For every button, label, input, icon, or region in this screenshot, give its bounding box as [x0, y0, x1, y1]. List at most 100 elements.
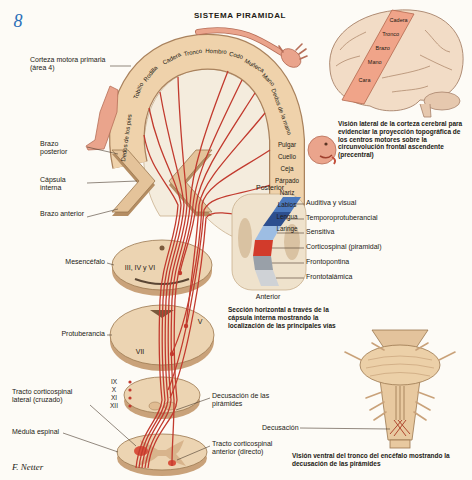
leader-line [296, 204, 304, 205]
body-part-label: Tobillo [132, 82, 145, 100]
body-part-label: Brazo [376, 45, 390, 52]
pathway-label: Auditiva y visual [306, 199, 356, 207]
nucleus [128, 380, 131, 383]
aqueduct [160, 246, 165, 251]
body-part-label: Párpado [275, 177, 299, 185]
spinal-cord-section [117, 434, 207, 470]
body-part-label: Dedos de la mano [269, 88, 292, 136]
plate-title: SISTEMA PIRAMIDAL [194, 11, 286, 21]
homunculus-lips [320, 155, 332, 158]
homunculus-eye [324, 142, 327, 145]
leader-line [87, 147, 118, 154]
part-label: Cápsula interna [40, 176, 85, 193]
nerve-label: V [198, 318, 203, 326]
body-part-label: Laringe [276, 225, 297, 233]
homunculus-leg [86, 86, 118, 150]
nerve-label: VII [136, 348, 145, 356]
nucleus [178, 271, 182, 275]
part-label: Decusación [262, 424, 299, 432]
body-part-label: Cuello [278, 153, 296, 161]
body-part-label: Ceja [281, 165, 294, 173]
nucleus [128, 388, 131, 391]
decussation-ventral [390, 420, 410, 436]
nerve-label: III, IV y VI [125, 264, 155, 272]
pons-ventral [360, 345, 440, 385]
fibre [180, 93, 255, 272]
part-label: Tracto corticospinal anterior (directo) [212, 440, 292, 457]
body-part-label: Cadera [162, 51, 183, 67]
leader-line [276, 278, 304, 279]
nucleus [128, 404, 131, 407]
orientation-label: Posterior [256, 184, 284, 192]
body-part-label: Codo [228, 51, 244, 62]
nerve-label: XII [110, 402, 118, 410]
nucleus [170, 352, 174, 356]
leader-line [110, 66, 131, 67]
nuclei [128, 271, 188, 408]
figure-caption: Sección horizontal a través de la cápsul… [228, 306, 353, 329]
nerve-label: IX [111, 378, 117, 386]
leader-line [90, 405, 136, 446]
part-label: Mesencéfalo [30, 258, 105, 266]
body-part-label: Tronco [183, 48, 202, 58]
brainstem-stub [420, 104, 431, 117]
leader-line [177, 446, 210, 460]
orientation-label: Anterior [256, 293, 281, 301]
fibre [145, 77, 187, 468]
capsule-band [273, 197, 301, 212]
homunculus-tongue [332, 157, 335, 164]
leader-line [63, 433, 118, 452]
leader-line [277, 233, 304, 234]
nucleus [128, 396, 131, 399]
nucleus [184, 324, 188, 328]
fibre [148, 80, 242, 468]
pontine-fibres [366, 356, 434, 376]
body-part-label: Tronco [382, 31, 399, 38]
cranial-nerves [345, 343, 455, 420]
homunculus-fingers [279, 44, 307, 59]
pathway-label: Sensitiva [306, 228, 334, 236]
figure-caption: Visión lateral de la corteza cerebral pa… [338, 120, 466, 159]
precentral-gyrus [342, 10, 414, 104]
body-part-label: Mano [368, 59, 382, 66]
nerve-label: X [112, 386, 116, 394]
part-label: Protuberancia [30, 330, 105, 338]
leader-line [272, 263, 304, 264]
leader-line [87, 181, 137, 183]
pathway-label: Frontopontina [306, 258, 349, 266]
capsule-band [253, 240, 273, 256]
pathway-label: Temporoprotuberancial [306, 214, 378, 222]
lateral-brain [330, 10, 464, 111]
part-label: Brazo anterior [40, 210, 85, 218]
capsule-band [255, 270, 279, 286]
homunculus-face [308, 136, 336, 164]
body-part-label: Muñeca [243, 58, 265, 75]
part-label: Tracto corticospinal lateral (cruzado) [12, 388, 92, 405]
body-part-label: Labios [278, 201, 297, 209]
part-label: Brazo posterior [40, 140, 85, 157]
signature: F. Netter [12, 462, 43, 473]
body-part-label: Cadera [390, 17, 408, 24]
leader-line [272, 248, 304, 249]
leader-line [300, 428, 390, 429]
body-part-label: Hombro [205, 48, 227, 56]
pathway-label: Frontotalámica [306, 273, 352, 281]
body-part-label: Cara [359, 77, 371, 84]
pathway-label: Corticospinal (piramidal) [306, 243, 381, 251]
sulci [336, 30, 452, 92]
leader-line [87, 209, 118, 217]
body-part-label: Lengua [276, 213, 297, 221]
pyramids-ventral [396, 386, 404, 420]
region-label: Corteza motora primaria (área 4) [30, 56, 108, 73]
part-label: Decusación de las pirámides [212, 392, 270, 409]
body-part-label: Rodilla [142, 65, 159, 84]
body-part-label: Mano [260, 72, 276, 88]
part-label: Médula espinal [12, 428, 72, 436]
leader-line [107, 263, 114, 265]
brain-section [232, 194, 306, 290]
capsule-band [253, 256, 273, 270]
figure-caption: Visión ventral del tronco del encéfalo m… [292, 452, 462, 468]
body-part-label: Dedos de los pies [120, 114, 134, 162]
